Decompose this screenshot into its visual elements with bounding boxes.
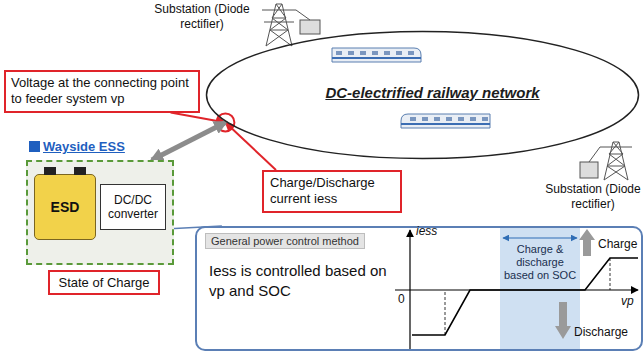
node-text: ESD (51, 199, 80, 215)
graph-label: vp (621, 294, 634, 308)
substation-tower (580, 142, 632, 180)
node-body-text: Iess is controlled based on vp and SOC (209, 261, 387, 300)
train (332, 48, 421, 62)
callout-box: State of Charge (48, 270, 160, 295)
substation-label: Substation (Diode rectifier) (545, 182, 641, 212)
converter-box: DC/DC converter (100, 184, 166, 230)
callout-box: Charge/Discharge current iess (262, 170, 402, 213)
ess-group: Wayside ESS ESD DC/DC converter (26, 138, 174, 265)
graph-label: 0 (398, 292, 405, 306)
callout-box: Voltage at the connecting point to feede… (4, 70, 200, 113)
guide-line (445, 290, 446, 335)
network-ellipse-shape (207, 32, 639, 159)
graph-label: Discharge (574, 325, 628, 339)
node-text: Substation (Diode rectifier) (545, 182, 641, 212)
node-text: DC/DC converter (101, 193, 165, 222)
node-text: Voltage at the connecting point to feede… (11, 75, 193, 108)
node-text: Substation (Diode rectifier) (150, 2, 254, 32)
ess-icon (29, 141, 40, 152)
substation-label: Substation (Diode rectifier) (150, 2, 254, 32)
graph-label: Charge (598, 237, 637, 251)
signal-arrow (225, 122, 276, 170)
band-arrow (503, 237, 577, 238)
node-text: State of Charge (55, 275, 153, 290)
graph-label: Charge & discharge based on SOC (500, 243, 580, 283)
node-text: Charge/Discharge current iess (270, 175, 394, 208)
discharge-arrow (555, 302, 571, 339)
node-text: General power control method (205, 233, 365, 249)
network-ellipse: DC-electrified railway network (205, 30, 640, 160)
graph-label: iess (416, 224, 437, 238)
guide-line (610, 258, 611, 290)
battery-terminals (34, 165, 96, 175)
power-flow-arrow (152, 122, 226, 160)
node-text: Wayside ESS (26, 138, 174, 156)
train (401, 114, 490, 128)
storage-device: ESD (34, 174, 96, 240)
node-text: DC-electrified railway network (325, 84, 539, 101)
charge-arrow (579, 229, 595, 256)
